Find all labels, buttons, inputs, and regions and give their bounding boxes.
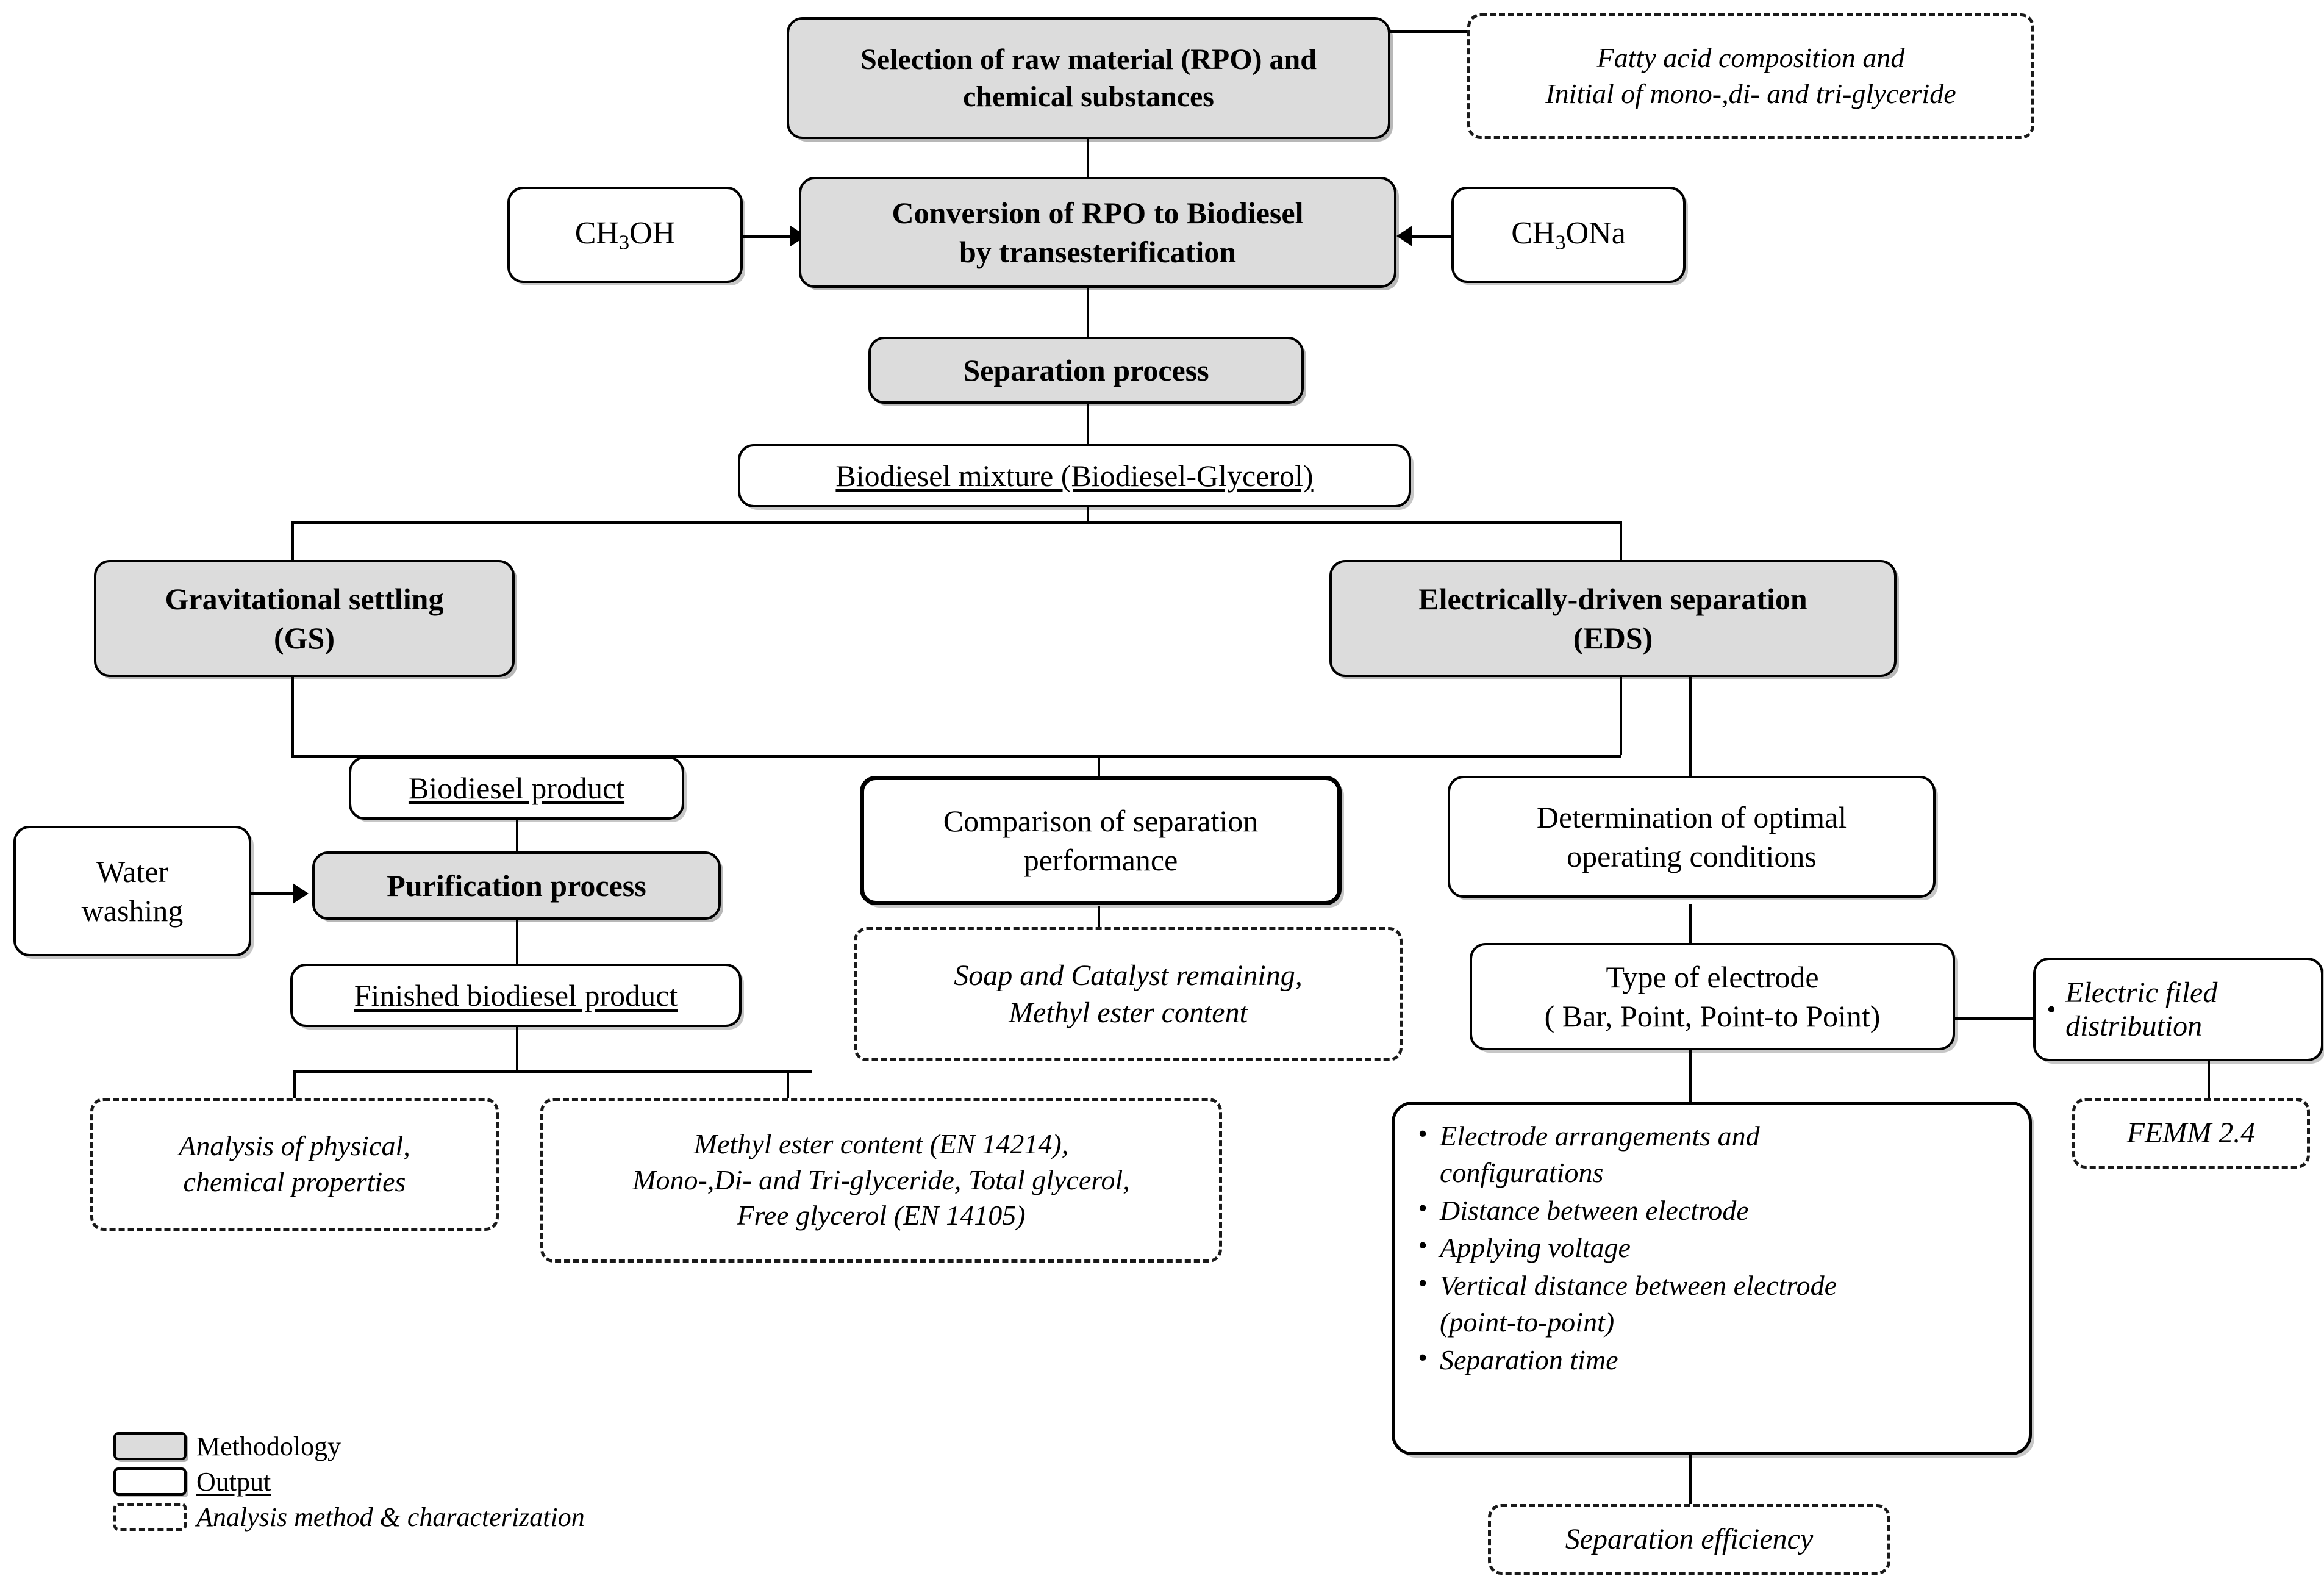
node-analysis-physical-text: Analysis of physical,chemical properties xyxy=(179,1130,410,1197)
node-biodiesel-mixture[interactable]: Biodiesel mixture (Biodiesel-Glycerol) xyxy=(738,444,1411,507)
eds-parameters-list: Electrode arrangements andconfigurations… xyxy=(1413,1117,2012,1378)
node-methanol-formula: CH3OH xyxy=(574,215,676,254)
connector-split-right-down xyxy=(1620,521,1622,561)
connector-gs-down xyxy=(291,676,294,755)
list-item: Vertical distance between electrode(poin… xyxy=(1418,1266,2012,1341)
node-methanol[interactable]: CH3OH xyxy=(507,187,743,283)
dashed-swatch-icon xyxy=(113,1503,187,1531)
node-separation-process-text: Separation process xyxy=(963,353,1209,387)
connector-split-to-analysis xyxy=(293,1070,296,1113)
node-separation-efficiency-text: Separation efficiency xyxy=(1565,1523,1814,1556)
connector-split-to-methylester xyxy=(787,1070,789,1113)
node-separation-process[interactable]: Separation process xyxy=(868,337,1304,404)
node-purification-process[interactable]: Purification process xyxy=(312,851,721,920)
connector-eds-to-optimal xyxy=(1689,676,1692,806)
connector-finished-down xyxy=(516,1003,518,1070)
connector-mixture-down xyxy=(1087,506,1089,521)
connector-biodieselproduct-to-purification xyxy=(516,799,518,869)
node-analysis-physical-chemical[interactable]: Analysis of physical,chemical properties xyxy=(90,1098,499,1231)
node-type-of-electrode[interactable]: Type of electrode( Bar, Point, Point-to … xyxy=(1470,943,1955,1050)
connector-eds-down-left xyxy=(1620,676,1622,755)
connector-rawmaterial-to-fattyacid xyxy=(1388,30,1467,33)
connector-electrode-to-electricfield xyxy=(1955,1017,2034,1020)
connector-parameters-to-efficiency xyxy=(1689,1455,1692,1506)
node-soap-catalyst-text: Soap and Catalyst remaining,Methyl ester… xyxy=(954,959,1303,1029)
methodology-swatch-icon xyxy=(113,1432,187,1460)
list-item: Separation time xyxy=(1418,1341,2012,1378)
node-femm-software[interactable]: FEMM 2.4 xyxy=(2072,1098,2310,1169)
node-type-of-electrode-text: Type of electrode( Bar, Point, Point-to … xyxy=(1544,960,1881,1033)
legend-item-methodology: Methodology xyxy=(113,1428,585,1464)
node-separation-efficiency[interactable]: Separation efficiency xyxy=(1488,1504,1890,1575)
bullet-icon: • xyxy=(2047,995,2056,1024)
legend-label-output: Output xyxy=(196,1466,271,1497)
node-biodiesel-product[interactable]: Biodiesel product xyxy=(349,756,684,820)
node-soap-catalyst-analysis[interactable]: Soap and Catalyst remaining,Methyl ester… xyxy=(854,927,1403,1061)
node-electrically-driven-text: Electrically-driven separation(EDS) xyxy=(1418,582,1807,655)
node-eds-parameters-list[interactable]: Electrode arrangements andconfigurations… xyxy=(1392,1102,2032,1455)
connector-conversion-to-separation xyxy=(1087,287,1089,366)
legend-item-analysis-method: Analysis method & characterization xyxy=(113,1499,585,1535)
node-sodium-methoxide-formula: CH3ONa xyxy=(1511,215,1626,254)
connector-separation-to-mixture xyxy=(1087,403,1089,482)
connector-gs-eds-bar xyxy=(291,755,1621,758)
connector-electricfield-to-femm xyxy=(2208,1058,2210,1098)
node-femm-text: FEMM 2.4 xyxy=(2126,1117,2256,1150)
legend-label-analysis-method: Analysis method & characterization xyxy=(196,1502,585,1532)
node-methyl-ester-text: Methyl ester content (EN 14214),Mono-,Di… xyxy=(632,1128,1130,1231)
legend-label-methodology: Methodology xyxy=(196,1431,341,1461)
output-swatch-icon xyxy=(113,1467,187,1496)
node-biodiesel-product-text: Biodiesel product xyxy=(408,771,625,805)
node-biodiesel-mixture-text: Biodiesel mixture (Biodiesel-Glycerol) xyxy=(835,459,1314,493)
legend: Methodology Output Analysis method & cha… xyxy=(113,1428,585,1535)
list-item: Applying voltage xyxy=(1418,1228,2012,1266)
connector-electrode-to-parameters xyxy=(1689,1050,1692,1105)
node-gravitational-settling-text: Gravitational settling(GS) xyxy=(165,582,444,655)
node-sodium-methoxide[interactable]: CH3ONa xyxy=(1451,187,1686,283)
connector-split-left-down xyxy=(291,521,294,561)
node-purification-process-text: Purification process xyxy=(387,869,646,903)
node-gravitational-settling[interactable]: Gravitational settling(GS) xyxy=(94,560,515,677)
connector-split-bar-top xyxy=(291,521,1622,524)
node-methyl-ester-standards[interactable]: Methyl ester content (EN 14214),Mono-,Di… xyxy=(540,1098,1222,1263)
list-item: Distance between electrode xyxy=(1418,1191,2012,1229)
node-finished-product-text: Finished biodiesel product xyxy=(354,978,678,1012)
node-electrically-driven-separation[interactable]: Electrically-driven separation(EDS) xyxy=(1329,560,1897,677)
node-finished-biodiesel-product[interactable]: Finished biodiesel product xyxy=(290,964,742,1027)
connector-finished-split-bar xyxy=(293,1070,812,1073)
connector-purification-to-finished xyxy=(516,901,518,969)
legend-item-output: Output xyxy=(113,1464,585,1499)
